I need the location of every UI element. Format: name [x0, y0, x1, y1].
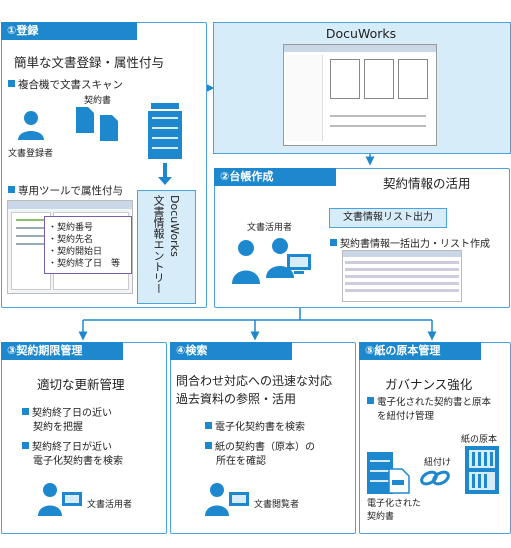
deadline-title: 適切な更新管理 [37, 377, 125, 392]
scan-arrow [158, 163, 172, 185]
entry-subtitle: 文書情報エントリー [152, 195, 165, 294]
bullet-square-icon [205, 442, 212, 449]
digital-document-icon [388, 468, 410, 494]
digital-contract-label2: 契約書 [367, 512, 395, 522]
deadline-bullet2a: 契約終了日が近い [22, 438, 112, 453]
bullet-square-icon [367, 397, 374, 404]
search-bullet2a: 紙の契約書（原本）の [205, 438, 315, 453]
bullet-square-icon [8, 80, 15, 87]
entry-title: DocuWorks [168, 195, 181, 257]
search-panel [170, 342, 356, 534]
attr-end-date: ・契約終了日 等 [48, 259, 121, 269]
search-bullet2b: 所在を確認 [216, 456, 266, 467]
ledger-title: 契約情報の活用 [383, 176, 471, 191]
paper-header: ⑤紙の原本管理 [359, 342, 481, 360]
attr-contract-party: ・契約先名 [48, 235, 94, 245]
registrant-label: 文書登録者 [8, 149, 54, 159]
bullet-square-icon [205, 422, 212, 429]
list-output-button[interactable]: 文書情報リスト出力 [329, 208, 447, 228]
attribute-bullet: 専用ツールで属性付与 [8, 183, 123, 198]
ledger-header: ②台帳作成 [214, 168, 336, 186]
paper-bullet-a: 電子化された契約書と原本 [367, 394, 491, 408]
attribute-list-box: ・契約番号 ・契約先名 ・契約開始日 ・契約終了日 等 [44, 216, 132, 274]
search-bullet1: 電子化契約書を検索 [205, 418, 305, 433]
docuworks-title: DocuWorks [325, 26, 397, 41]
user-at-pc-icon [38, 483, 82, 516]
deadline-panel [1, 342, 167, 534]
multifunction-printer-icon [148, 103, 182, 159]
link-label: 紐付け [424, 458, 452, 468]
search-title1: 問合わせ対応への迅速な対応 [176, 374, 333, 388]
viewer-at-pc-icon [205, 483, 249, 516]
contract-doc-label: 契約書 [84, 96, 112, 106]
docuworks-screenshot [283, 44, 437, 146]
deadline-bullet1b: 契約を把握 [33, 422, 83, 433]
document-icon [76, 107, 118, 141]
bullet-square-icon [330, 239, 337, 246]
deadline-bullet2b: 電子化契約書を検索 [33, 456, 123, 467]
paper-bullet-b: を紐付け管理 [377, 411, 435, 422]
bullet-square-icon [22, 442, 29, 449]
bullet-square-icon [8, 186, 15, 193]
docuworks-entry-box: DocuWorks 文書情報エントリー [137, 190, 196, 304]
paper-title: ガバナンス強化 [385, 377, 473, 392]
scan-bullet: 複合機で文書スキャン [8, 77, 123, 92]
digital-contract-label1: 電子化された [367, 499, 422, 509]
deadline-person-label: 文書活用者 [87, 500, 133, 510]
users-at-pc-icon [232, 238, 311, 284]
deadline-header: ③契約期限管理 [1, 342, 123, 360]
deadline-bullet1a: 契約終了日の近い [22, 404, 112, 419]
ledger-bullet: 契約書情報一括出力・リスト作成 [330, 235, 490, 250]
attr-start-date: ・契約開始日 [48, 247, 103, 257]
filing-cabinet-icon [465, 446, 499, 494]
list-screenshot [342, 250, 462, 302]
bullet-square-icon [22, 408, 29, 415]
ledger-person-label: 文書活用者 [247, 223, 293, 233]
registration-title: 簡単な文書登録・属性付与 [14, 55, 165, 70]
chain-link-icon [420, 470, 450, 486]
search-title2: 過去資料の参照・活用 [176, 392, 297, 406]
attr-contract-number: ・契約番号 [48, 223, 94, 233]
search-header: ④検索 [170, 342, 292, 360]
registrant-person-icon [18, 111, 44, 140]
search-person-label: 文書閲覧者 [254, 500, 300, 510]
paper-original-label: 紙の原本 [461, 435, 498, 445]
registration-header: ①登録 [1, 22, 137, 40]
